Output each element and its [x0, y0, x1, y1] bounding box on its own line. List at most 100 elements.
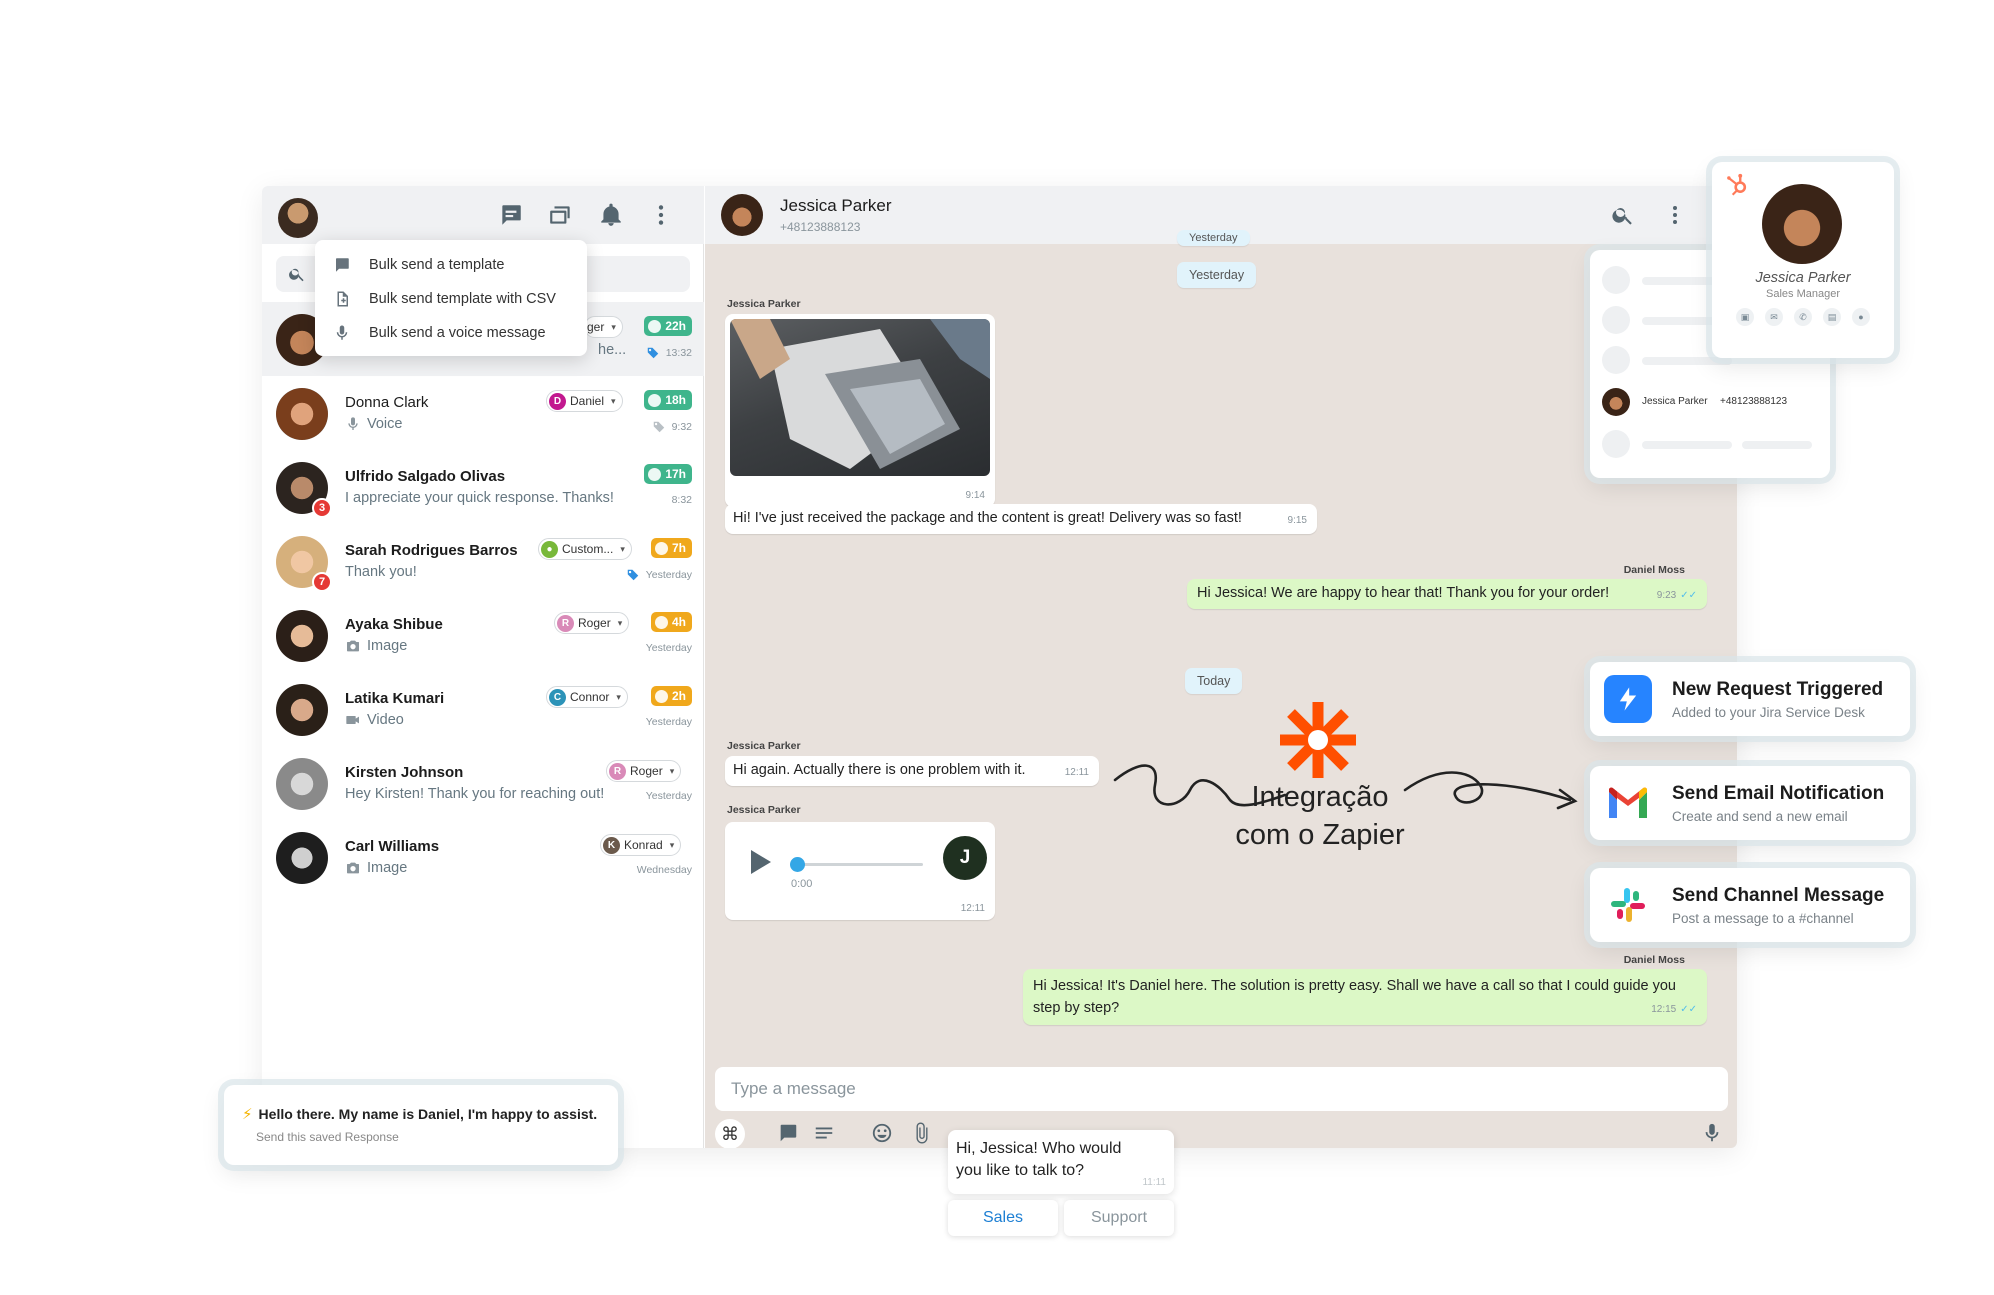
- image-message[interactable]: 9:14: [725, 314, 995, 507]
- saved-response-text: Hello there. My name is Daniel, I'm happ…: [258, 1106, 598, 1122]
- zap-subtitle: Create and send a new email: [1672, 809, 1848, 824]
- search-icon[interactable]: [1611, 203, 1635, 227]
- placeholder-row: [1602, 346, 1822, 376]
- more-menu-icon[interactable]: [1663, 203, 1687, 227]
- contact-name[interactable]: Jessica Parker: [780, 196, 892, 215]
- sla-timer-badge: 4h: [650, 612, 692, 632]
- chat-preview: Hey Kirsten! Thank you for reaching out!: [345, 786, 604, 802]
- assigned-agent-chip[interactable]: C Connor▾: [546, 686, 628, 708]
- assigned-agent-chip[interactable]: K Konrad▾: [600, 834, 682, 856]
- time-value: Yesterday: [645, 569, 692, 581]
- outgoing-message[interactable]: Hi Jessica! We are happy to hear that! T…: [1187, 579, 1707, 609]
- command-icon[interactable]: ⌘: [715, 1119, 745, 1148]
- chevron-down-icon: ▾: [611, 395, 616, 406]
- contact-role: Sales Manager: [1766, 288, 1840, 300]
- chat-time: Yesterday: [646, 642, 692, 654]
- menu-item-bulk-voice[interactable]: Bulk send a voice message: [315, 316, 587, 350]
- incoming-message[interactable]: Hi again. Actually there is one problem …: [725, 756, 1099, 786]
- connector-arrow-right: [1403, 771, 1578, 810]
- list-item[interactable]: 7 Sarah Rodrigues Barros ● Custom...▾ 7h…: [262, 524, 704, 598]
- list-item[interactable]: Kirsten Johnson R Roger▾ Hey Kirsten! Th…: [262, 746, 704, 820]
- menu-item-bulk-template[interactable]: Bulk send a template: [315, 248, 587, 282]
- chat-preview: Video: [345, 712, 404, 728]
- new-chat-icon[interactable]: [498, 202, 524, 228]
- camera-icon: [347, 862, 359, 874]
- contact-avatar[interactable]: [721, 194, 763, 236]
- reply-button-sales[interactable]: Sales: [948, 1200, 1058, 1236]
- quick-replies-icon[interactable]: [813, 1122, 837, 1146]
- assigned-agent-chip[interactable]: D Daniel▾: [546, 390, 623, 412]
- time-value: 13:32: [665, 347, 692, 359]
- agent-name: ger: [587, 320, 605, 334]
- assigned-agent-chip[interactable]: R Roger▾: [606, 760, 682, 782]
- microphone-icon: [348, 417, 358, 430]
- list-item[interactable]: Donna Clark D Daniel▾ 18h Voice 9:32: [262, 376, 704, 450]
- menu-item-bulk-csv[interactable]: Bulk send template with CSV: [315, 282, 587, 316]
- agent-name: Daniel: [570, 394, 605, 408]
- template-icon[interactable]: [777, 1122, 801, 1146]
- contact-name: Donna Clark: [345, 394, 429, 411]
- message-time: 11:11: [1142, 1177, 1166, 1188]
- message-input[interactable]: Type a message: [715, 1067, 1728, 1111]
- assigned-agent-chip[interactable]: ger▾: [584, 316, 623, 338]
- assigned-team-chip[interactable]: ● Custom...▾: [538, 538, 632, 560]
- microphone-icon[interactable]: [1701, 1122, 1725, 1146]
- assigned-agent-chip[interactable]: R Roger▾: [554, 612, 630, 634]
- reply-button-support[interactable]: Support: [1064, 1200, 1174, 1236]
- zap-card-gmail[interactable]: Send Email Notification Create and send …: [1590, 766, 1910, 840]
- sender-avatar: J: [943, 836, 987, 880]
- contact-row[interactable]: Jessica Parker +48123888123: [1602, 388, 1822, 418]
- preview-text: Hey Kirsten! Thank you for reaching out!: [345, 786, 605, 802]
- label-line: com o Zapier: [1235, 819, 1405, 851]
- contact-photo: [1762, 184, 1842, 264]
- connector-squiggle-left: [1113, 764, 1287, 807]
- date-separator: Today: [1185, 668, 1243, 694]
- outgoing-message[interactable]: Hi Jessica! It's Daniel here. The soluti…: [1023, 969, 1707, 1025]
- hourglass-icon: [648, 467, 662, 481]
- play-icon[interactable]: [751, 850, 771, 874]
- task-icon[interactable]: ▤: [1823, 308, 1841, 326]
- more-menu-icon[interactable]: [648, 202, 674, 228]
- contact-name: Jessica Parker: [1642, 396, 1708, 407]
- sla-timer-badge: 2h: [650, 686, 692, 706]
- list-item[interactable]: Latika Kumari C Connor▾ 2h Video Yesterd…: [262, 672, 704, 746]
- preview-text: Voice: [367, 416, 403, 432]
- gmail-icon: [1604, 779, 1652, 827]
- zap-subtitle: Added to your Jira Service Desk: [1672, 705, 1865, 720]
- package-photo[interactable]: [730, 319, 990, 476]
- zap-card-jira[interactable]: New Request Triggered Added to your Jira…: [1590, 662, 1910, 736]
- attachment-icon[interactable]: [911, 1122, 935, 1146]
- contact-actions: ▣ ✉ ✆ ▤ ●: [1736, 308, 1870, 326]
- time-value: Yesterday: [645, 790, 692, 802]
- date-separator: Yesterday: [1177, 262, 1257, 288]
- timer-value: 4h: [671, 615, 686, 629]
- bulk-send-icon[interactable]: [548, 202, 574, 228]
- zap-card-slack[interactable]: Send Channel Message Post a message to a…: [1590, 868, 1910, 942]
- list-item[interactable]: Carl Williams K Konrad▾ Image Wednesday: [262, 820, 704, 894]
- audio-progress-track[interactable]: [795, 863, 923, 866]
- placeholder-row: [1602, 306, 1822, 336]
- email-icon[interactable]: ✉: [1765, 308, 1783, 326]
- list-item[interactable]: Ayaka Shibue R Roger▾ 4h Image Yesterday: [262, 598, 704, 672]
- incoming-message[interactable]: Hi! I've just received the package and t…: [725, 504, 1317, 534]
- my-avatar[interactable]: [278, 198, 318, 238]
- message-sender: Jessica Parker: [727, 740, 801, 752]
- time-value: 9:32: [671, 421, 692, 433]
- message-time: 12:11: [960, 903, 985, 914]
- avatar: [276, 832, 328, 884]
- emoji-icon[interactable]: [871, 1122, 895, 1146]
- saved-response-card[interactable]: ⚡ Hello there. My name is Daniel, I'm ha…: [224, 1085, 618, 1165]
- message-sender: Jessica Parker: [727, 804, 801, 816]
- more-icon[interactable]: ●: [1852, 308, 1870, 326]
- note-icon[interactable]: ▣: [1736, 308, 1754, 326]
- message-text: Hi Jessica! We are happy to hear that! T…: [1197, 585, 1610, 601]
- audio-scrubber[interactable]: [790, 857, 805, 872]
- list-item[interactable]: 3 Ulfrido Salgado Olivas 17h I appreciat…: [262, 450, 704, 524]
- preview-text: Image: [367, 638, 408, 654]
- contact-phone: +48123888123: [1720, 396, 1788, 407]
- bell-icon[interactable]: [598, 202, 624, 228]
- phone-icon[interactable]: ✆: [1794, 308, 1812, 326]
- conversation-pane: Jessica Parker +48123888123 Yesterday Ye…: [705, 186, 1737, 1148]
- audio-duration: 0:00: [791, 878, 813, 890]
- chat-preview: he...: [598, 342, 626, 358]
